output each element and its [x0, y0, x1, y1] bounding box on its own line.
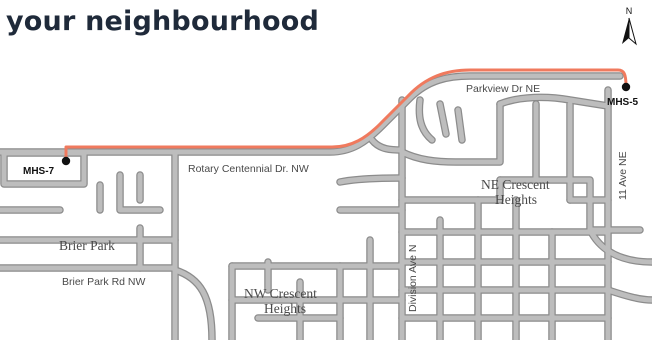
area-label-ne-crescent-line1: NE Crescent: [481, 177, 550, 192]
street-label-11-ave: 11 Ave NE: [617, 151, 629, 200]
street-label-rotary: Rotary Centennial Dr. NW: [188, 163, 309, 175]
north-arrow-icon: N: [622, 6, 637, 46]
area-label-nw-crescent-line1: NW Crescent: [244, 286, 317, 301]
page-heading: your neighbourhood: [6, 6, 320, 37]
street-label-division: Division Ave N: [407, 244, 419, 312]
street-label-parkview: Parkview Dr NE: [466, 83, 540, 95]
road-network-fill: [0, 73, 652, 340]
pipeline-route-line: [64, 68, 628, 161]
street-label-brier-park-rd: Brier Park Rd NW: [62, 276, 146, 288]
station-marker-mhs-5[interactable]: [621, 82, 631, 92]
area-label-brier-park: Brier Park: [59, 238, 115, 253]
station-label-mhs-7: MHS-7: [23, 166, 55, 177]
area-label-ne-crescent-line2: Heights: [495, 192, 537, 207]
station-marker-mhs-7[interactable]: [61, 156, 71, 166]
area-label-nw-crescent-line2: Heights: [264, 301, 306, 316]
station-label-mhs-5: MHS-5: [607, 97, 639, 108]
north-arrow-letter: N: [626, 6, 633, 16]
